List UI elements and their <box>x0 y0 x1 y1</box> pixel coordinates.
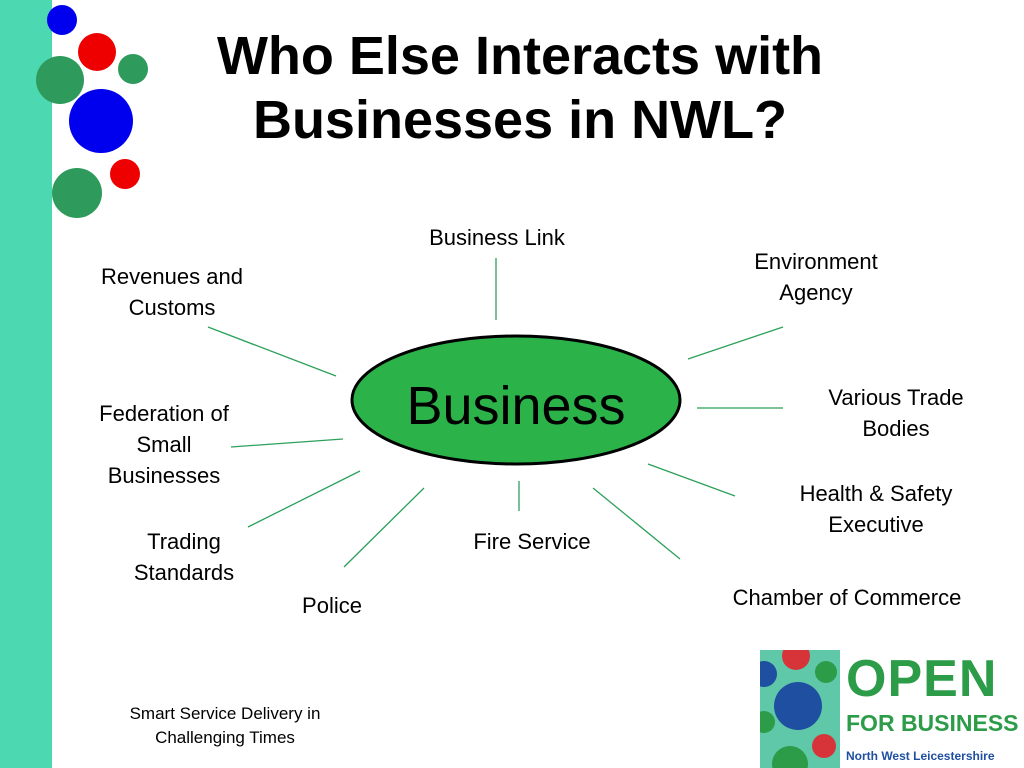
connector-federation <box>230 438 344 448</box>
node-fire-service: Fire Service <box>452 526 612 557</box>
node-fire-service-text: Fire Service <box>473 529 591 554</box>
logo-dot-blue-large <box>774 682 822 730</box>
node-chamber-of-commerce-text: Chamber of Commerce <box>732 585 962 610</box>
connector-trading-standards <box>247 470 361 528</box>
node-chamber-of-commerce: Chamber of Commerce <box>706 582 988 613</box>
logo-dot-red-bottom <box>812 734 836 758</box>
node-business-link-text: Business Link <box>429 225 565 250</box>
sidebar-stripe <box>0 0 52 768</box>
logo-dot-green-left <box>760 711 775 733</box>
dot-blue-large <box>69 89 133 153</box>
title-line-2: Businesses in NWL? <box>252 90 788 150</box>
node-health-safety: Health & Safety Executive <box>776 478 976 540</box>
dot-blue-small <box>47 5 77 35</box>
node-health-safety-line-1: Health & Safety <box>799 481 953 506</box>
node-trade-bodies-line-2: Bodies <box>862 416 930 441</box>
open-for-business-logo: OPEN FOR BUSINESS North West Leicestersh… <box>760 650 1024 768</box>
connector-environment-agency <box>687 326 784 360</box>
node-revenues-customs: Revenues and Customs <box>82 261 262 323</box>
logo-dot-red-top <box>782 650 810 670</box>
node-federation-line-2: Small <box>136 432 192 457</box>
business-ellipse <box>350 334 682 466</box>
logo-open-text: OPEN <box>846 650 998 708</box>
logo-dot-green-right <box>815 661 837 683</box>
logo-dots-mark <box>760 650 840 768</box>
connector-health-safety <box>647 463 736 497</box>
node-federation-line-1: Federation of <box>99 401 229 426</box>
node-business-link: Business Link <box>412 222 582 253</box>
dot-green-left <box>36 56 84 104</box>
node-trading-standards-line-1: Trading <box>147 529 221 554</box>
logo-dot-green-bottom <box>772 746 808 768</box>
node-various-trade-bodies: Various Trade Bodies <box>806 382 986 444</box>
dot-green-bottom <box>52 168 102 218</box>
connector-chamber-commerce <box>592 487 681 560</box>
dot-red-top <box>78 33 116 71</box>
node-revenues-customs-line-2: Customs <box>128 295 216 320</box>
page-title: Who Else Interacts with Businesses in NW… <box>110 24 930 152</box>
node-environment-agency: Environment Agency <box>730 246 902 308</box>
dot-green-small <box>118 54 148 84</box>
node-trading-standards-line-2: Standards <box>133 560 235 585</box>
node-federation-line-3: Businesses <box>107 463 221 488</box>
node-environment-agency-line-2: Agency <box>779 280 853 305</box>
node-health-safety-line-2: Executive <box>828 512 924 537</box>
node-trade-bodies-line-1: Various Trade <box>828 385 964 410</box>
logo-for-business-text: FOR BUSINESS <box>846 710 1019 736</box>
node-trading-standards: Trading Standards <box>104 526 264 588</box>
decorative-dots <box>36 5 148 218</box>
logo-dot-blue-left <box>760 661 777 687</box>
dot-red-bottom <box>110 159 140 189</box>
footer-line-1: Smart Service Delivery in <box>129 704 321 723</box>
node-revenues-customs-line-1: Revenues and <box>101 264 243 289</box>
node-police-text: Police <box>302 593 362 618</box>
connector-revenues-customs <box>207 326 337 377</box>
logo-region-text: North West Leicestershire <box>846 749 995 763</box>
node-police: Police <box>282 590 382 621</box>
node-environment-agency-line-1: Environment <box>754 249 878 274</box>
footer-line-2: Challenging Times <box>155 728 295 747</box>
footer-text: Smart Service Delivery in Challenging Ti… <box>100 702 350 750</box>
title-line-1: Who Else Interacts with <box>216 26 824 86</box>
node-federation-small-businesses: Federation of Small Businesses <box>74 398 254 491</box>
connector-police <box>343 487 425 568</box>
